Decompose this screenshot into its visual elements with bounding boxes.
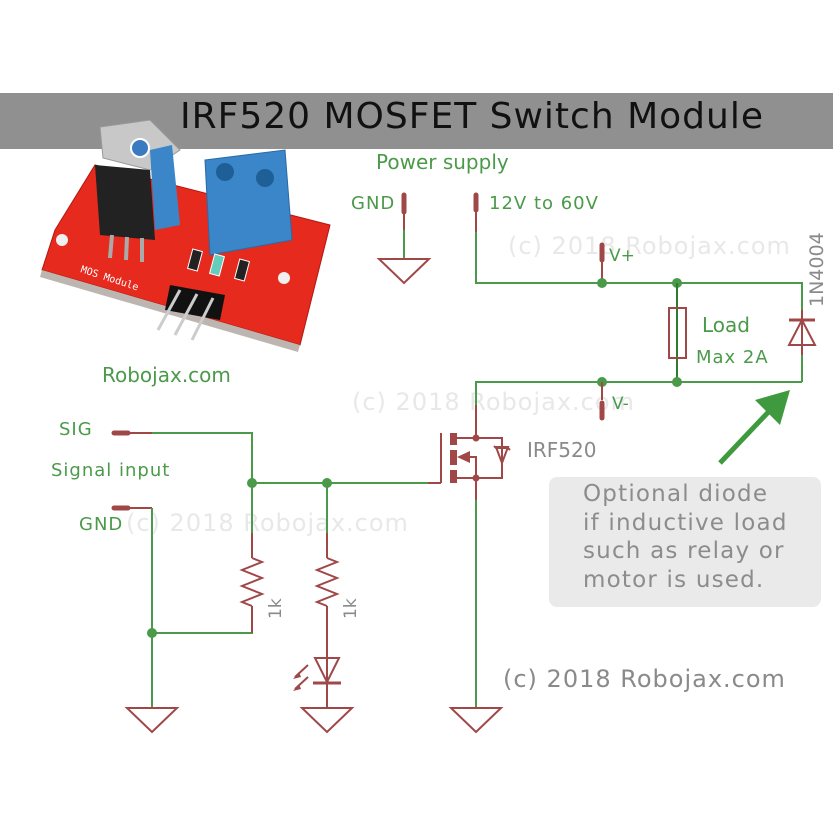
sig-label: SIG (59, 419, 93, 440)
header-pin (156, 289, 182, 331)
mosfet-leg (108, 234, 114, 259)
module-photo: MOS Module (40, 119, 331, 352)
flyback-diode (787, 310, 817, 382)
led-symbol (293, 657, 341, 691)
junction (672, 377, 682, 387)
terminal-block-small (150, 145, 180, 230)
smd-led (208, 253, 226, 277)
note-box (549, 477, 821, 607)
pin-header (165, 285, 225, 320)
signal-gnd-label: GND (79, 514, 124, 535)
vminus-label: V- (612, 394, 629, 414)
watermark: (c) 2018 Robojax.com (508, 232, 791, 260)
watermark: (c) 2018 Robojax.com (126, 509, 409, 537)
mount-hole (278, 272, 290, 284)
load-label: Load (702, 313, 750, 337)
voltage-label: 12V to 60V (489, 193, 599, 214)
diode-part-label: 1N4004 (806, 232, 828, 307)
terminal-screw (256, 169, 274, 187)
mosfet-symbol (440, 405, 511, 734)
load-symbol (668, 307, 687, 359)
header-pin (173, 293, 199, 336)
brand-label: Robojax.com (102, 363, 231, 387)
power-gnd (376, 192, 432, 285)
note-line: such as relay or (583, 538, 785, 564)
page-title: IRF520 MOSFET Switch Module (180, 96, 764, 137)
ground-symbol (448, 707, 504, 734)
smd-resistor (186, 248, 204, 272)
arrow-icon (718, 390, 790, 465)
note-line: Optional diode (583, 481, 769, 507)
terminal-block (204, 149, 293, 256)
resistor-1 (239, 533, 265, 633)
smd-resistor (233, 258, 251, 282)
load-rating: Max 2A (696, 347, 769, 368)
footer-copyright: (c) 2018 Robojax.com (503, 665, 786, 693)
power-positive (473, 192, 803, 320)
resistor1-value: 1k (266, 598, 286, 619)
mosfet-body (95, 165, 155, 240)
ground-symbol (299, 707, 355, 734)
resistor-2 (314, 483, 340, 708)
mosfet-leg (124, 236, 129, 261)
power-supply-heading: Power supply (376, 150, 509, 174)
tab-hole (130, 138, 150, 158)
note-text: Optional diode if inductive load such as… (583, 480, 788, 594)
vplus-label: V+ (609, 246, 635, 266)
ground-symbol (376, 258, 432, 285)
ground-symbol (124, 707, 180, 734)
resistor2-value: 1k (341, 598, 361, 619)
mount-hole (56, 234, 68, 246)
header-pin (190, 297, 215, 341)
power-gnd-label: GND (351, 193, 396, 214)
note-line: motor is used. (583, 566, 765, 593)
terminal-screw (216, 163, 234, 181)
junction (597, 278, 607, 288)
junction (247, 478, 257, 488)
mosfet-part-label: IRF520 (527, 438, 597, 462)
note-line: if inductive load (583, 509, 788, 536)
watermark: (c) 2018 Robojax.com (352, 388, 635, 416)
signal-caption: Signal input (51, 460, 171, 481)
